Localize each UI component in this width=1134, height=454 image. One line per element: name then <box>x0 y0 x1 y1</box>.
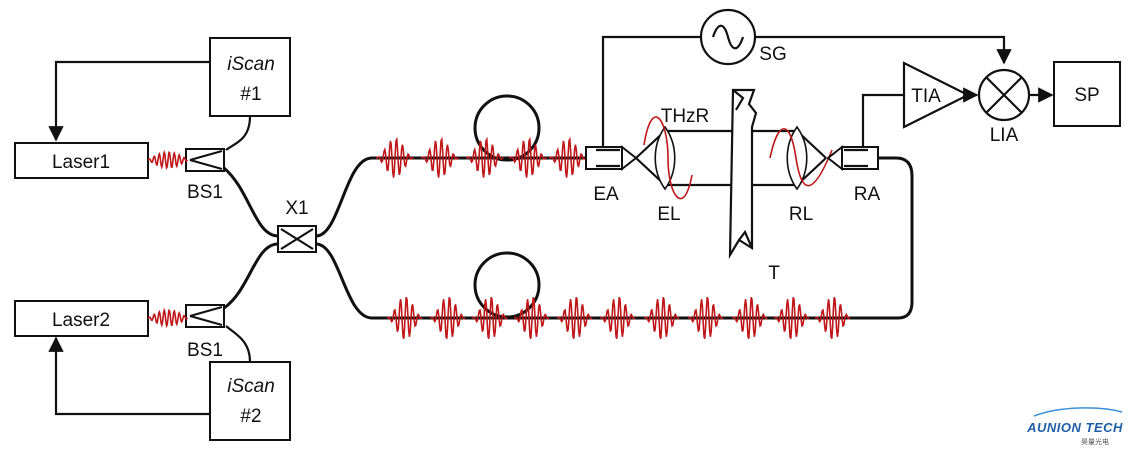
ra-to-tia-line <box>861 93 904 147</box>
sg-label: SG <box>759 44 786 65</box>
laser2-box: Laser2 <box>14 300 149 337</box>
thz-wave-emitter <box>643 116 693 200</box>
iscan2-feedback-line <box>48 336 210 416</box>
sg-to-lia-line <box>756 35 1012 65</box>
iscan1-label-line2: #1 <box>240 84 261 105</box>
bottom-fiber-wave-packet <box>513 297 550 339</box>
fiber-x1-to-receiver <box>315 156 914 320</box>
laser1-output-wave <box>147 149 189 171</box>
fiber-bs1-bottom-to-x1 <box>223 242 279 310</box>
iscan1-feedback-line <box>48 60 210 142</box>
sample-target: T <box>728 88 780 284</box>
laser2-label: Laser2 <box>52 310 110 331</box>
bottom-fiber-wave-packet <box>386 297 423 339</box>
tia-amplifier: TIA <box>902 61 971 129</box>
signal-generator: SG <box>699 8 787 66</box>
iscan1-fiber <box>225 115 252 151</box>
tia-label: TIA <box>911 86 941 107</box>
bottom-fiber-wave-packet <box>599 297 636 339</box>
aunion-tech-logo: AUNION TECH 昊量光电 <box>1026 407 1123 446</box>
bs1-top-splitter: BS1 <box>185 148 225 203</box>
bs1-bottom-splitter: BS1 <box>185 304 225 361</box>
iscan2-label-line1: iScan <box>227 376 275 397</box>
fiber-loop-bottom <box>473 251 541 319</box>
emitter-antenna: EA <box>585 144 638 205</box>
ea-label: EA <box>593 184 619 205</box>
lock-in-mixer: LIA <box>977 68 1031 146</box>
top-fiber-wave-packet <box>466 136 504 178</box>
bottom-fiber-wave-packet <box>773 297 810 339</box>
fiber-loop-top <box>473 94 541 162</box>
thz-wave-receiver <box>769 127 833 187</box>
bottom-fiber-wave-packet <box>471 297 508 339</box>
top-fiber-wave-packet <box>549 136 587 178</box>
logo-subtitle: 昊量光电 <box>1081 437 1109 446</box>
iscan2-label-line2: #2 <box>240 406 261 427</box>
top-fiber-wave-packet <box>421 136 459 178</box>
laser1-box: Laser1 <box>14 142 149 179</box>
bottom-fiber-wave-packet <box>643 297 680 339</box>
bs1-top-label: BS1 <box>187 182 223 203</box>
logo-name: AUNION TECH <box>1026 420 1123 435</box>
fiber-x1-to-emitter <box>315 156 586 238</box>
lia-label: LIA <box>990 125 1019 146</box>
iscan2-box: iScan #2 <box>209 361 291 441</box>
bottom-fiber-wave-packet <box>687 297 724 339</box>
laser2-output-wave <box>147 307 189 329</box>
emitter-lens: EL <box>654 125 681 225</box>
sp-label: SP <box>1074 85 1099 106</box>
x1-label: X1 <box>285 198 308 219</box>
top-fiber-wave-packet <box>509 136 547 178</box>
bs1-bottom-label: BS1 <box>187 340 223 361</box>
thzr-label: THzR <box>661 106 710 127</box>
laser1-label: Laser1 <box>52 152 110 173</box>
iscan1-label-line1: iScan <box>227 54 275 75</box>
el-label: EL <box>657 204 680 225</box>
sg-to-emitter-line <box>601 35 700 147</box>
thz-beam-upper <box>635 129 827 159</box>
ra-label: RA <box>854 184 881 205</box>
fiber-bs1-top-to-x1 <box>223 166 279 238</box>
bottom-fiber-wave-packet <box>429 297 466 339</box>
signal-processor-box: SP <box>1053 61 1121 127</box>
x1-coupler: X1 <box>277 198 317 253</box>
rl-label: RL <box>789 204 813 225</box>
bottom-fiber-wave-packet <box>731 297 768 339</box>
iscan1-box: iScan #1 <box>209 37 291 117</box>
bottom-fiber-wave-packet <box>814 297 851 339</box>
iscan2-fiber <box>225 325 252 363</box>
receiver-antenna: RA <box>826 144 881 205</box>
t-label: T <box>768 263 780 284</box>
optical-beat-waves <box>147 136 851 339</box>
bottom-fiber-wave-packet <box>556 297 593 339</box>
top-fiber-wave-packet <box>376 136 414 178</box>
